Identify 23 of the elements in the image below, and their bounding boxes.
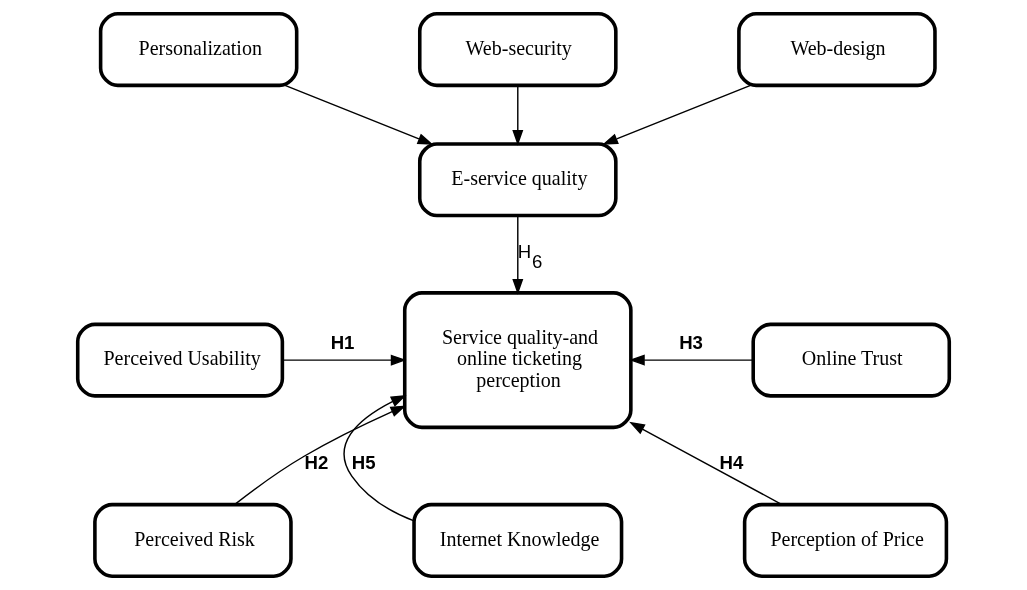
arrow [512, 215, 524, 295]
arrow [282, 354, 407, 366]
edge-label: H1 [330, 332, 355, 354]
node-box: Perceived Usability [75, 322, 285, 398]
node-box: Web-design [737, 12, 937, 88]
node-box: Internet Knowledge [412, 502, 624, 578]
arrow [602, 84, 752, 145]
arrow [629, 354, 754, 366]
arrow [512, 85, 524, 146]
node-box: Service quality-and online ticketing perception [402, 291, 633, 430]
arrow [284, 84, 434, 145]
node-box: Web-security [417, 12, 618, 88]
node-box: E-service quality [417, 142, 618, 218]
arrow [343, 394, 415, 522]
edge-label: H4 [719, 452, 744, 474]
arrow [629, 421, 783, 506]
node-box: Perceived Risk [93, 502, 293, 578]
edge-label: H3 [679, 332, 703, 354]
node-box: Personalization [98, 12, 299, 88]
edge-label: H5 [351, 452, 376, 474]
edge-label: H2 [304, 452, 329, 474]
node-box: Online Trust [751, 322, 952, 398]
node-box: Perception of Price [742, 502, 949, 578]
